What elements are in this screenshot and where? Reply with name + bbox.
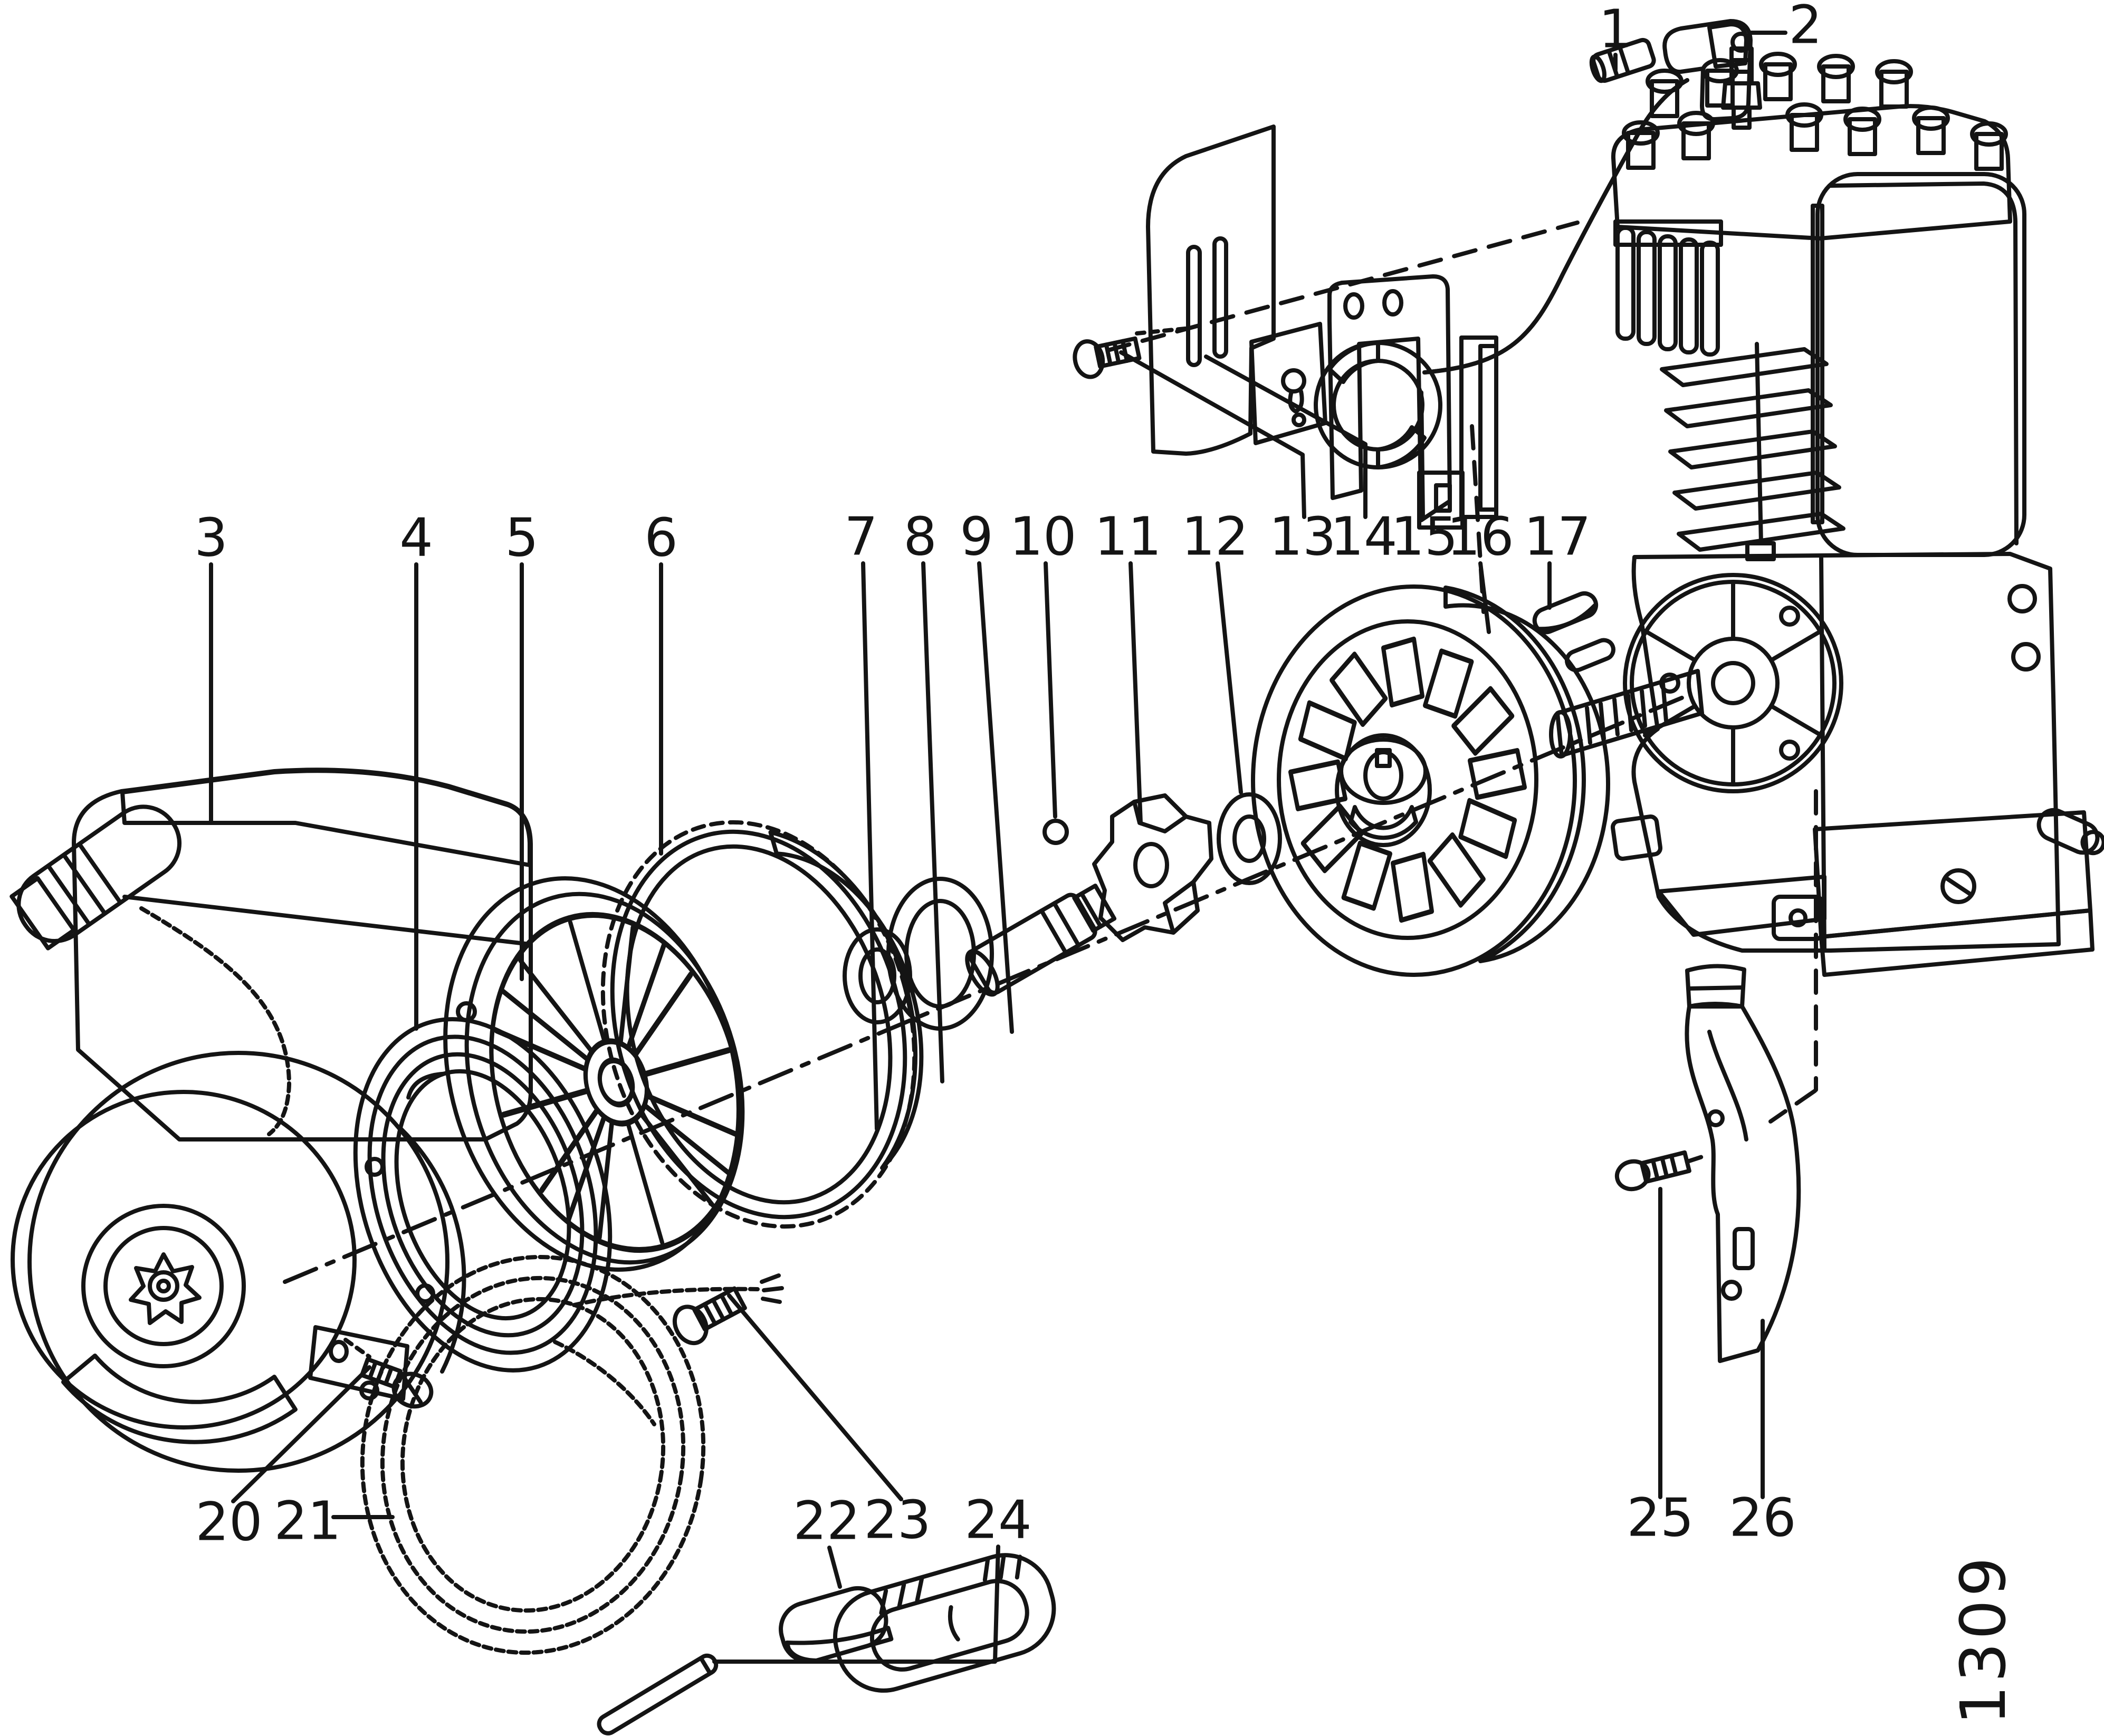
woodruff-key — [1532, 591, 1599, 635]
leader-line-24 — [712, 1545, 1000, 1664]
part-label-21: 21 — [274, 1490, 341, 1551]
rope-frayed-end — [760, 1273, 784, 1304]
leader-line-7 — [861, 561, 879, 1131]
part-label-13: 13 — [1269, 505, 1336, 567]
side-fitting — [2036, 808, 2104, 856]
rope-tail-2 — [553, 1340, 656, 1426]
leader-line-9 — [977, 561, 1014, 1034]
cylinder-fins-horizontal — [1660, 342, 1845, 561]
part-label-20: 20 — [195, 1491, 262, 1552]
rope-mounted — [139, 906, 291, 1136]
starter-hub-sleeve — [965, 884, 1117, 997]
leader-line-22 — [827, 1546, 842, 1589]
engine-base — [1610, 810, 2095, 977]
pulley-screw — [672, 1286, 747, 1346]
part-label-4: 4 — [399, 506, 433, 568]
woodruff-key-2 — [1565, 638, 1615, 673]
plug-cap — [1662, 19, 1753, 121]
crankshaft-stub — [1549, 669, 1704, 759]
part-label-2: 2 — [1789, 0, 1822, 55]
seal-ring-bore — [858, 947, 896, 1004]
starter-handle — [779, 1553, 1056, 1693]
flywheel — [1251, 584, 1610, 977]
rope-tail — [572, 1287, 760, 1307]
cover-bolt-2 — [2011, 642, 2041, 672]
leader-line-15 — [1419, 390, 1425, 519]
pawl-plate — [1092, 793, 1213, 942]
leader-line-23 — [727, 1293, 903, 1501]
part-label-9: 9 — [960, 505, 993, 567]
housing-flange — [308, 1325, 409, 1401]
part-label-8: 8 — [903, 505, 937, 567]
figure-code: 1309 — [1947, 1554, 2020, 1725]
ignition-lead — [1422, 78, 1689, 375]
part-label-11: 11 — [1094, 505, 1161, 567]
starter-handle-mounted — [9, 804, 182, 951]
recoil-drum — [11, 1051, 466, 1473]
leader-line-20 — [231, 1365, 371, 1503]
part-label-5: 5 — [505, 506, 539, 568]
cylinder-fins-vertical — [1613, 219, 1723, 357]
part-label-17: 17 — [1524, 505, 1591, 567]
part-label-24: 24 — [964, 1489, 1031, 1550]
crankcase — [1631, 552, 2061, 953]
leader-line-8 — [921, 561, 944, 1083]
leader-line-12 — [1216, 561, 1243, 794]
starter-housing — [9, 768, 533, 1473]
part-label-12: 12 — [1181, 505, 1248, 567]
air-shroud — [1685, 964, 1801, 1363]
star-bolt — [129, 1252, 202, 1325]
cylinder-head — [1611, 104, 2012, 241]
guard-screw — [1073, 336, 1142, 379]
part-label-10: 10 — [1009, 505, 1076, 567]
starter-rope-coil — [360, 1254, 706, 1655]
part-label-3: 3 — [194, 506, 228, 568]
flywheel-hub — [1335, 733, 1432, 847]
part-label-6: 6 — [644, 506, 678, 568]
part-label-7: 7 — [844, 505, 878, 567]
toggle-pin — [597, 1653, 719, 1735]
shroud-screw — [1614, 1150, 1704, 1192]
leader-line-14 — [1204, 354, 1367, 519]
leader-line-16 — [1478, 561, 1491, 634]
part-label-26: 26 — [1729, 1486, 1796, 1548]
magneto-wheel — [1623, 573, 1843, 793]
part-label-23: 23 — [864, 1489, 931, 1550]
cover-bolt — [2007, 584, 2037, 613]
detent-ball — [1043, 819, 1069, 845]
rewind-spring — [353, 1017, 613, 1373]
plug-connector — [1589, 37, 1656, 83]
ignition-coil — [1314, 274, 1498, 530]
rope-pulley — [443, 876, 745, 1272]
centerlines — [283, 220, 1818, 1359]
leader-line-10 — [1044, 561, 1057, 819]
engine-assembly — [1532, 32, 2104, 977]
part-label-1: 1 — [1599, 0, 1632, 60]
leader-line-11 — [1128, 561, 1143, 825]
part-label-22: 22 — [793, 1490, 860, 1551]
guard-plate — [1146, 124, 1327, 456]
flat-washer — [1217, 792, 1282, 885]
part-label-15: 15 — [1391, 505, 1458, 567]
leader-line-13 — [1119, 350, 1306, 519]
part-label-16: 16 — [1447, 505, 1514, 567]
part-label-25: 25 — [1627, 1486, 1694, 1548]
part-label-14: 14 — [1330, 505, 1397, 567]
